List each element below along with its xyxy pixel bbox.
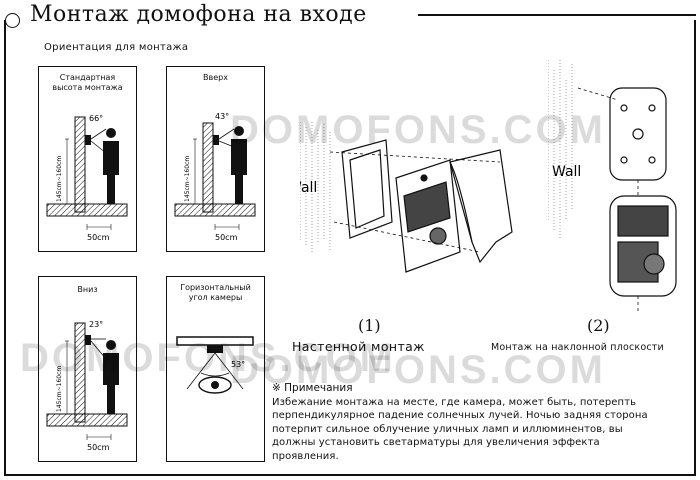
back-plate	[341, 139, 393, 239]
panel-label: Вниз	[77, 285, 98, 294]
panel-label-line: Горизонтальный	[180, 283, 251, 292]
figure-caption-wall-mount: Настенной монтаж	[292, 339, 425, 354]
assembly-lines	[329, 151, 501, 253]
height-label: 145cm~160cm	[56, 156, 63, 202]
angle-label: 66°	[89, 114, 103, 123]
wall-mount-illustration: Wall	[300, 122, 513, 273]
mount-down-diagram: 23° 145cm~160cm 50cm	[46, 320, 128, 452]
figure-caption-inclined-mount: Монтаж на наклонной плоскости	[491, 342, 664, 353]
wall-texture	[548, 60, 573, 240]
title-bullet-icon	[5, 13, 20, 28]
horizontal-angle-diagram: 53°	[176, 336, 254, 394]
orientation-label: Ориентация для монтажа	[44, 42, 189, 53]
notes-title: ※ Примечания	[272, 382, 353, 394]
notes-line: проявления.	[272, 450, 339, 462]
intercom-body	[395, 159, 461, 273]
mount-height-diagram: 66° 145cm~160cm 50cm	[46, 114, 128, 242]
panel-horizontal-angle: Горизонтальный угол камеры 53°	[166, 276, 265, 462]
panel-label: Горизонтальный угол камеры	[167, 283, 264, 303]
height-label: 145cm~160cm	[184, 156, 191, 202]
distance-label: 50cm	[215, 233, 238, 242]
distance-label: 50cm	[87, 443, 110, 452]
page-frame	[4, 20, 696, 476]
frame-top-line	[418, 14, 696, 16]
figure-number: (1)	[358, 316, 381, 335]
panel-label-line: Стандартная	[59, 73, 116, 82]
panel-up: Вверх 43° 145cm~160cm 50cm	[166, 66, 265, 252]
panel-label: Вверх	[203, 73, 228, 82]
rain-hood	[449, 149, 513, 264]
watermark: DOMOFONS.COM	[230, 348, 606, 392]
panel-label: Стандартная высота монтажа	[39, 73, 136, 93]
mount-up-diagram: 43° 145cm~160cm 50cm	[174, 112, 256, 242]
watermark: DOMOFONS.COM	[230, 108, 606, 152]
notes-line: должны установить светарматуры для увели…	[272, 437, 600, 449]
angle-label: 53°	[231, 360, 245, 369]
wall-texture	[300, 122, 331, 252]
page-title: Монтаж домофона на входе	[30, 2, 367, 27]
inclined-mount-illustration: Wall	[548, 60, 677, 314]
wall-label: Wall	[300, 180, 317, 196]
intercom-panel	[609, 195, 677, 297]
height-label: 145cm~160cm	[56, 366, 63, 412]
distance-label: 50cm	[87, 233, 110, 242]
wall-label: Wall	[552, 164, 581, 180]
angle-label: 43°	[215, 112, 229, 121]
assembly-lines	[577, 87, 639, 314]
mount-bracket	[609, 87, 667, 181]
panel-standard-height: Стандартная высота монтажа 66° 145cm~160…	[38, 66, 137, 252]
figure-number: (2)	[587, 316, 610, 335]
notes-line: перпендикулярное падение солнечных лучей…	[272, 410, 648, 422]
panel-down: Вниз 23° 145cm~160cm 50cm	[38, 276, 137, 462]
panel-label-line: высота монтажа	[52, 83, 123, 92]
notes-line: потерпит сильное облучение уличных ламп …	[272, 423, 623, 435]
angle-label: 23°	[89, 320, 103, 329]
notes-body: Избежание монтажа на месте, где камера, …	[272, 396, 692, 463]
watermark: DOMOFONS.COM	[20, 336, 396, 380]
notes-line: Избежание монтажа на месте, где камера, …	[272, 397, 637, 408]
panel-label-line: угол камеры	[188, 293, 243, 302]
